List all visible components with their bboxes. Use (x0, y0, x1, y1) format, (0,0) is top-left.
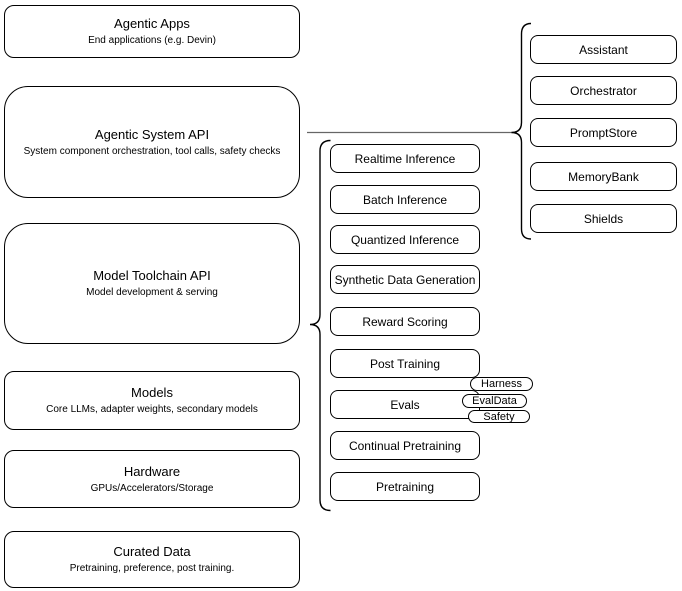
node-quantized-inference: Quantized Inference (330, 225, 480, 254)
node-agentic-system-api: Agentic System API System component orch… (4, 86, 300, 198)
node-assistant: Assistant (530, 35, 677, 64)
node-title: Curated Data (113, 544, 191, 559)
tag-harness: Harness (470, 377, 533, 391)
node-agentic-apps: Agentic Apps End applications (e.g. Devi… (4, 5, 300, 58)
node-subtitle: End applications (e.g. Devin) (88, 35, 216, 46)
node-promptstore: PromptStore (530, 118, 677, 147)
node-reward-scoring: Reward Scoring (330, 307, 480, 336)
node-model-toolchain-api: Model Toolchain API Model development & … (4, 223, 300, 344)
node-synthetic-data-generation: Synthetic Data Generation (330, 265, 480, 294)
node-post-training: Post Training (330, 349, 480, 378)
node-subtitle: Pretraining, preference, post training. (69, 563, 235, 574)
node-realtime-inference: Realtime Inference (330, 144, 480, 173)
node-evals: Evals (330, 390, 480, 419)
node-batch-inference: Batch Inference (330, 185, 480, 214)
node-subtitle: GPUs/Accelerators/Storage (90, 482, 214, 494)
node-continual-pretraining: Continual Pretraining (330, 431, 480, 460)
node-curated-data: Curated Data Pretraining, preference, po… (4, 531, 300, 588)
node-pretraining: Pretraining (330, 472, 480, 501)
toolchain-group-brace (309, 139, 331, 512)
node-memorybank: MemoryBank (530, 162, 677, 191)
tag-safety: Safety (468, 410, 530, 423)
system-group-brace (511, 22, 532, 240)
node-subtitle: Model development & serving (86, 287, 218, 298)
node-title: Agentic System API (94, 126, 210, 142)
node-title: Hardware (123, 463, 181, 479)
tag-evaldata: EvalData (462, 394, 527, 408)
node-title: Model Toolchain API (93, 268, 211, 283)
node-subtitle: System component orchestration, tool cal… (23, 145, 281, 157)
node-shields: Shields (530, 204, 677, 233)
node-subtitle: Core LLMs, adapter weights, secondary mo… (46, 404, 258, 415)
node-models: Models Core LLMs, adapter weights, secon… (4, 371, 300, 430)
node-hardware: Hardware GPUs/Accelerators/Storage (4, 450, 300, 508)
node-title: Models (131, 385, 173, 400)
node-orchestrator: Orchestrator (530, 76, 677, 105)
node-title: Agentic Apps (114, 16, 190, 31)
